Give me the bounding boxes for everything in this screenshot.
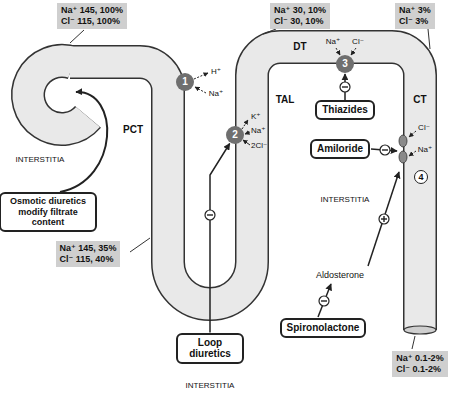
text-label: INTERSTITIA (321, 196, 370, 204)
ion-arrow (409, 131, 416, 137)
node-text: Loop diuretics (183, 337, 237, 360)
drug-box: Loop diuretics (176, 333, 244, 364)
text-label: Na⁺ (326, 38, 340, 46)
text-label: INTERSTITIA (16, 156, 65, 164)
plus-symbol (379, 214, 389, 224)
concentration-box: Na⁺ 145, 35%Cl⁻ 115, 40% (56, 241, 121, 267)
node-text: Na⁺ 145, 100% (61, 5, 123, 16)
tubule-opening (404, 326, 436, 334)
ion-arrow (336, 48, 340, 55)
text-label: Na⁺ (418, 146, 432, 154)
node-text: 3 (342, 59, 348, 69)
node-text: Na⁺ 0.1-2% (396, 353, 443, 364)
node-text: Thiazides (322, 104, 368, 116)
text-label: H⁺ (211, 68, 221, 76)
concentration-box: Na⁺ 3%Cl⁻ 3% (395, 3, 435, 29)
node-text: Na⁺ 145, 35% (60, 243, 117, 254)
node-text: Amiloride (317, 143, 363, 155)
node-text: Cl⁻ 3% (399, 16, 431, 27)
sodium-channel (399, 151, 407, 163)
node-text: Na⁺ 30, 10% (274, 5, 326, 16)
inhibition-line (371, 149, 397, 151)
ion-arrow (409, 151, 416, 156)
stimulation-line (368, 172, 399, 266)
leader-line (428, 29, 430, 49)
ion-arrow (351, 48, 356, 55)
text-label: Cl⁻ (418, 124, 430, 132)
text-label: PCT (123, 125, 143, 135)
minus-symbol (205, 210, 215, 220)
text-label: INTERSTITIA (186, 382, 235, 390)
leader-line (263, 29, 276, 34)
sodium-channel (399, 135, 407, 147)
drug-box: Amiloride (310, 139, 370, 159)
channel-circle: 4 (414, 170, 428, 184)
text-label: Cl⁻ (352, 38, 364, 46)
node-text: Na⁺ 3% (399, 5, 431, 16)
text-label: 2Cl⁻ (251, 142, 267, 150)
ion-arrow (243, 140, 250, 145)
text-label: K⁺ (251, 113, 261, 121)
leader-line (130, 238, 150, 252)
concentration-box: Na⁺ 145, 100%Cl⁻ 115, 100% (57, 3, 127, 29)
concentration-box: Na⁺ 0.1-2%Cl⁻ 0.1-2% (392, 351, 447, 377)
transporter-circle: 3 (336, 55, 354, 73)
ion-arrow (195, 87, 206, 93)
node-text: Osmotic diuretics modify filtrate conten… (6, 196, 90, 227)
leader-line (70, 30, 84, 43)
node-text: Cl⁻ 115, 100% (61, 16, 123, 27)
inhibition-arrow (210, 143, 230, 332)
concentration-box: Na⁺ 30, 10%Cl⁻ 30, 10% (270, 3, 330, 29)
tubule-lumen (70, 47, 420, 330)
osmotic-arrow (60, 92, 107, 192)
node-text: Spironolactone (287, 322, 360, 334)
transporter-circle: 1 (176, 73, 194, 91)
transporter-circle: 2 (226, 126, 244, 144)
drug-box: Spironolactone (280, 318, 367, 338)
node-text: 2 (232, 130, 238, 140)
inhibition-line (318, 284, 331, 317)
node-text: 1 (182, 77, 188, 87)
drug-box: Osmotic diuretics modify filtrate conten… (0, 192, 97, 231)
text-label: Aldosterone (316, 271, 364, 280)
text-label: Na⁺ (209, 90, 223, 98)
text-label: Na⁺ (251, 127, 265, 135)
node-text: Cl⁻ 30, 10% (274, 16, 326, 27)
ion-arrow (194, 73, 208, 79)
text-label: CT (413, 95, 426, 105)
leader-line (412, 336, 415, 349)
ion-arrow (245, 132, 250, 134)
node-text: Cl⁻ 115, 40% (60, 254, 117, 265)
text-label: DT (293, 42, 306, 52)
node-text: 4 (418, 173, 423, 182)
ion-arrow (242, 120, 248, 129)
minus-symbol (340, 82, 350, 92)
drug-box: Thiazides (315, 100, 375, 120)
minus-symbol (380, 145, 390, 155)
node-text: Cl⁻ 0.1-2% (396, 364, 443, 375)
text-label: TAL (276, 95, 295, 105)
minus-symbol (319, 296, 329, 306)
tubule-wall (70, 47, 420, 330)
